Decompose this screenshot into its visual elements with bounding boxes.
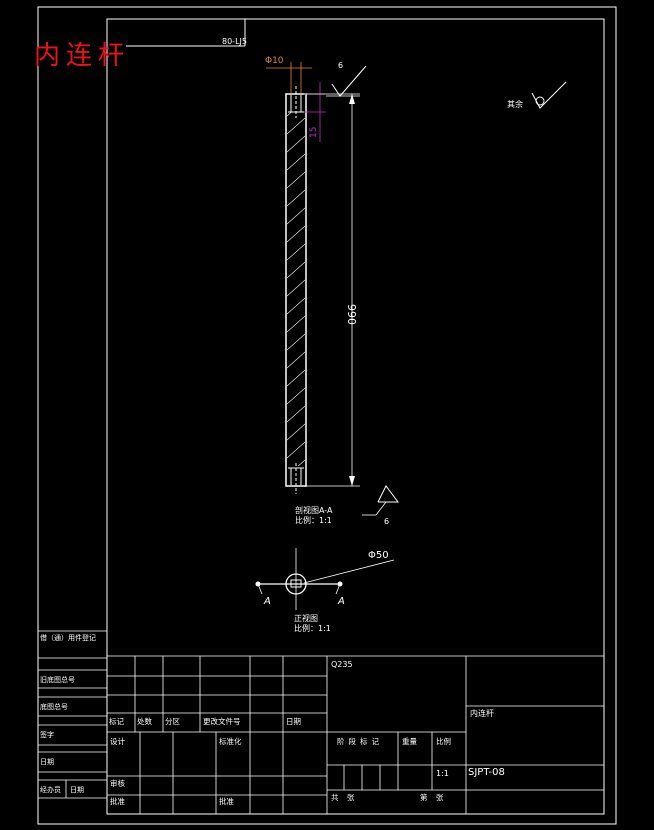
stage-header: 阶段标记	[337, 736, 383, 746]
hatch-line	[287, 297, 305, 315]
sheet-total: 共 张	[331, 793, 357, 802]
rod-section-view	[285, 86, 307, 494]
hatch-line	[297, 459, 305, 466]
front-view-label: 正视图	[294, 613, 318, 623]
inner-frame	[106, 18, 605, 815]
hatch-line	[287, 112, 292, 117]
drawing-title: 内连杆	[34, 41, 130, 71]
dim-depth-label: 15	[309, 127, 319, 138]
dim-length-label: 990	[345, 304, 358, 325]
front-view: Φ50 A A 正视图 比例：1:1	[255, 548, 395, 633]
hatch-line	[287, 369, 305, 387]
role-approve-2: 批准	[219, 796, 234, 806]
header-zone: 分区	[165, 717, 180, 726]
role-approve: 批准	[110, 796, 125, 806]
dim-dia-pin: Φ10	[265, 56, 312, 94]
hatch-line	[287, 405, 305, 423]
hatch-line	[287, 117, 305, 135]
hatch-line	[287, 207, 305, 225]
side-block-cell-4: 日期	[40, 758, 54, 766]
side-block-cell-6: 日期	[70, 786, 84, 794]
hatch-line	[287, 441, 305, 459]
scale-header: 比例	[436, 736, 451, 746]
material-value: Q235	[331, 660, 353, 669]
roughness-rest-label: 其余	[507, 99, 523, 109]
roughness-rest-symbol: 其余	[507, 81, 567, 109]
rod-hatching	[287, 112, 305, 466]
role-design: 设计	[110, 736, 125, 746]
weight-header: 重量	[402, 737, 417, 746]
hatch-line	[287, 261, 305, 279]
roughness-bottom-symbol: 6	[362, 485, 399, 526]
roughness-top-value: 6	[338, 61, 343, 70]
dim-depth: 15	[304, 82, 326, 142]
hatch-line	[287, 189, 305, 207]
hatch-line	[287, 243, 305, 261]
dim-dia-arm-label: Φ50	[368, 550, 389, 561]
role-standard: 标准化	[219, 736, 242, 746]
side-block-cell-0: 借（通）用件登记	[40, 633, 96, 642]
roughness-top-symbol: 6	[326, 61, 367, 97]
hatch-line	[287, 135, 305, 153]
section-mark-right: A	[337, 596, 345, 607]
corner-code: 80-LJ5	[222, 37, 247, 46]
header-change-doc: 更改文件号	[203, 716, 241, 726]
scale-value: 1:1	[436, 769, 449, 778]
section-view-label: 剖视图A-A	[295, 505, 333, 515]
dim-dia-pin-label: Φ10	[265, 56, 284, 66]
side-block-cell-5: 经办员	[40, 785, 61, 794]
drawing-number: SJPT-08	[468, 767, 505, 778]
side-block	[38, 630, 107, 799]
sheet-number: 第 张	[420, 792, 446, 802]
hatch-line	[287, 315, 305, 333]
hatch-line	[287, 387, 305, 405]
section-mark-left: A	[263, 596, 271, 607]
outer-frame	[37, 6, 617, 825]
side-block-cell-3: 签字	[40, 730, 54, 739]
header-date: 日期	[286, 717, 301, 726]
hatch-line	[287, 351, 305, 369]
section-view-scale: 比例：1:1	[295, 515, 332, 525]
hatch-line	[287, 153, 305, 171]
hatch-line	[287, 225, 305, 243]
side-block-cell-2: 底图总号	[40, 702, 68, 711]
corner-code-box: 80-LJ5	[126, 19, 247, 47]
rod-outline	[285, 93, 307, 487]
hatch-line	[287, 333, 305, 351]
dim-length: 990	[306, 93, 360, 487]
header-count: 处数	[137, 716, 152, 726]
roughness-bottom-value: 6	[384, 517, 389, 526]
role-review: 审核	[110, 778, 125, 788]
part-name: 内连杆	[470, 708, 494, 718]
front-view-scale: 比例：1:1	[294, 623, 331, 633]
header-mark: 标记	[109, 716, 124, 726]
hatch-line	[287, 171, 305, 189]
hatch-line	[287, 279, 305, 297]
title-block	[107, 655, 604, 814]
hatch-line	[287, 423, 305, 441]
side-block-cell-1: 旧底图总号	[40, 675, 75, 684]
